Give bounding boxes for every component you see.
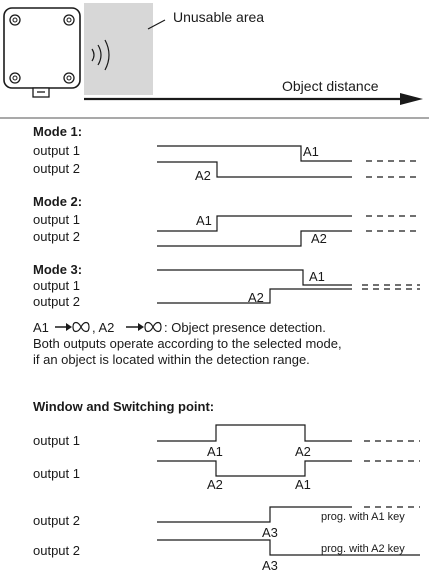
mode-2-output-2-label: output 2 xyxy=(33,229,80,244)
mode-1-block: Mode 1: output 1 output 2 A1 A2 xyxy=(33,124,420,183)
infinity-icon xyxy=(72,321,90,333)
mode-1-output-2-signal xyxy=(157,161,352,178)
note-line-2-text: Both outputs operate according to the se… xyxy=(33,336,342,351)
mode-2-a1-label: A1 xyxy=(196,213,212,228)
window-row-3-signal xyxy=(157,506,352,523)
unusable-area-pointer xyxy=(147,19,166,30)
unusable-area-label: Unusable area xyxy=(173,9,264,25)
mode-3-block: Mode 3: output 1 output 2 A1 A2 xyxy=(33,262,420,309)
mode-2-output-1-label: output 1 xyxy=(33,212,80,227)
mode-3-output-2-label: output 2 xyxy=(33,294,80,309)
mode-3-title: Mode 3: xyxy=(33,262,82,277)
note-a2-label: , A2 xyxy=(92,320,114,335)
note-line-3-text: if an object is located within the detec… xyxy=(33,352,310,367)
mode-3-a2-label: A2 xyxy=(248,290,264,305)
mode-2-output-2-signal xyxy=(157,230,352,247)
window-row-2-a2-label: A2 xyxy=(207,477,223,492)
window-row-3-label: output 2 xyxy=(33,513,80,528)
window-row-2-label: output 1 xyxy=(33,466,80,481)
arrow-icon xyxy=(55,323,72,331)
mode-1-output-1-label: output 1 xyxy=(33,143,80,158)
mode-1-output-1-signal xyxy=(157,145,352,162)
mode-2-block: Mode 2: output 1 output 2 A1 A2 xyxy=(33,194,420,247)
window-row-4-a3-label: A3 xyxy=(262,558,278,573)
mode-1-a2-label: A2 xyxy=(195,168,211,183)
distance-axis-arrow xyxy=(84,93,423,105)
object-distance-label: Object distance xyxy=(282,78,379,94)
window-row-1-a2-label: A2 xyxy=(295,444,311,459)
mode-2-title: Mode 2: xyxy=(33,194,82,209)
mode-1-title: Mode 1: xyxy=(33,124,82,139)
window-row-2-a1-label: A1 xyxy=(295,477,311,492)
window-row-1-label: output 1 xyxy=(33,433,80,448)
unusable-area-shade xyxy=(84,3,153,95)
presence-detection-note: A1 , A2 : Object presence detection. Bot… xyxy=(33,320,342,367)
window-row-2-signal xyxy=(157,460,352,477)
note-line-1-text: : Object presence detection. xyxy=(164,320,326,335)
window-section-title: Window and Switching point: xyxy=(33,399,214,414)
mode-1-a1-label: A1 xyxy=(303,144,319,159)
mode-2-a2-label: A2 xyxy=(311,231,327,246)
window-row-3-a3-label: A3 xyxy=(262,525,278,540)
mode-2-output-1-signal xyxy=(157,215,352,232)
sensor-housing-icon xyxy=(3,7,81,98)
window-row-4-label: output 2 xyxy=(33,543,80,558)
window-row-3-note: prog. with A1 key xyxy=(321,511,405,523)
mode-3-output-1-signal xyxy=(157,269,352,286)
sound-waves-icon xyxy=(91,39,110,71)
arrow-icon xyxy=(126,323,144,331)
infinity-icon xyxy=(144,321,162,333)
window-row-4-signal xyxy=(157,539,420,556)
window-row-1-signal xyxy=(157,424,352,442)
mode-1-output-2-label: output 2 xyxy=(33,161,80,176)
note-a1-label: A1 xyxy=(33,320,49,335)
mode-3-output-2-signal xyxy=(157,288,352,304)
mode-3-a1-label: A1 xyxy=(309,269,325,284)
mode-3-output-1-label: output 1 xyxy=(33,278,80,293)
window-row-4-note: prog. with A2 key xyxy=(321,543,405,555)
window-row-1-a1-label: A1 xyxy=(207,444,223,459)
